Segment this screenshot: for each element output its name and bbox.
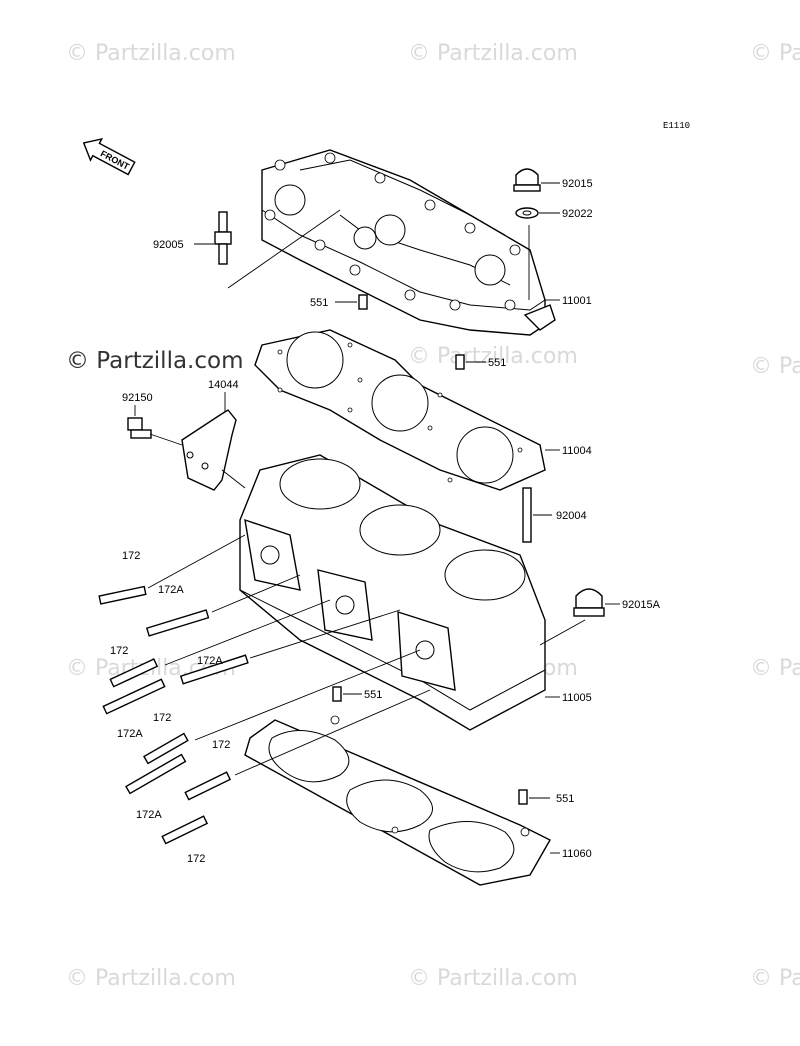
part-label: 92150 [122,392,153,404]
part-label: 551 [556,793,574,805]
part-label: 172A [136,809,162,821]
watermark: © Partzilla.com [408,966,578,991]
front-arrow-icon: FRONT [82,137,136,176]
watermark: © Partzilla.com [408,41,578,66]
part-label: 11001 [562,295,592,307]
watermark: © Partzilla.com [408,344,578,369]
part-label: 92022 [562,208,593,220]
part-label: 92005 [153,239,184,251]
part-label: 92015 [562,178,593,190]
stud [522,487,532,543]
part-label: 172A [158,584,184,596]
part-label: 172 [110,645,128,657]
part-label: 172A [197,655,223,667]
dowel-pin [358,294,368,310]
diagram-code: E1110 [663,121,690,131]
cap-nut [513,168,541,192]
cap-nut [573,588,605,617]
bracket [181,409,237,491]
dowel-pin [332,686,342,702]
bolt [127,417,152,439]
fitting [214,211,232,265]
part-label: 172 [187,853,205,865]
part-label: 11004 [562,445,592,457]
watermark-main: © Partzilla.com [66,348,244,374]
part-label: 14044 [208,379,239,391]
watermark: © Partzilla.com [750,41,800,66]
studs [98,585,249,845]
part-labels: 92015 92022 92005 551 11001 551 92150 14… [110,178,661,865]
base-gasket [244,715,551,886]
dowel-pin [455,354,465,370]
watermark: © Partzilla.com [750,656,800,681]
watermark: © Partzilla.com [66,41,236,66]
head-gasket [254,329,546,491]
dowel-pin [518,789,528,805]
part-label: 11005 [562,692,592,704]
watermark: © Partzilla.com [750,354,800,379]
part-label: 551 [488,357,506,369]
part-label: 551 [364,689,382,701]
leader-lines [134,182,620,854]
part-label: 172 [153,712,171,724]
part-label: 172 [122,550,140,562]
part-label: 92015A [622,599,661,611]
watermark: © Partzilla.com [750,966,800,991]
part-label: 11060 [562,848,592,860]
part-label: 92004 [556,510,587,522]
watermark: © Partzilla.com [66,966,236,991]
part-label: 551 [310,297,328,309]
part-label: 172 [212,739,230,751]
washer [515,207,539,219]
cylinder-block [239,454,546,731]
cylinder-head [261,149,556,336]
part-label: 172A [117,728,143,740]
